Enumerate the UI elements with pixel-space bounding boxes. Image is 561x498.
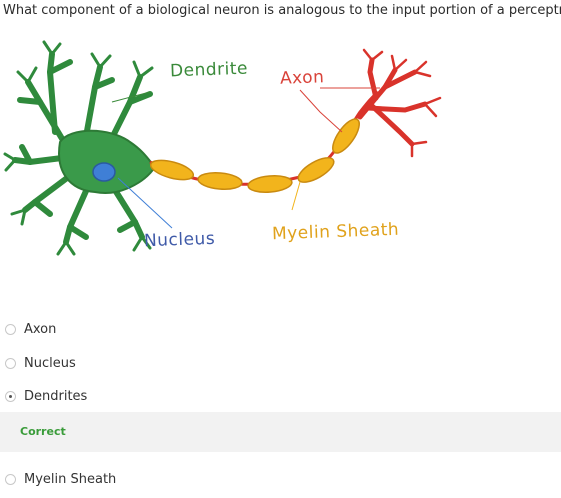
option-label: Myelin Sheath (24, 471, 117, 487)
myelin-segments (149, 118, 360, 193)
option-label: Dendrites (24, 388, 88, 404)
radio-button-selected[interactable] (5, 390, 16, 402)
question-text: What component of a biological neuron is… (3, 3, 561, 18)
cell-body (58, 129, 157, 194)
dendrite-label: Dendrite (169, 58, 249, 82)
neuron-illustration (3, 40, 442, 256)
option-axon[interactable]: Axon (0, 312, 561, 346)
nucleus-label: Nucleus (143, 228, 216, 252)
nucleus-shape (92, 162, 116, 182)
axon-terminal (357, 57, 428, 147)
option-myelin-sheath[interactable]: Myelin Sheath (0, 462, 561, 496)
option-label: Axon (24, 321, 57, 337)
option-dendrites[interactable]: Dendrites (0, 379, 561, 413)
radio-button[interactable] (5, 357, 16, 369)
neuron-diagram: Dendrite Axon Nucleus Myelin Sheath (0, 32, 561, 282)
option-label: Nucleus (24, 355, 76, 371)
feedback-correct-text: Correct (20, 425, 66, 438)
dendrite-branches (12, 51, 153, 245)
feedback-panel: Correct (0, 412, 561, 452)
option-nucleus[interactable]: Nucleus (0, 346, 561, 380)
radio-button[interactable] (5, 473, 16, 485)
axon-label: Axon (279, 67, 325, 89)
radio-button[interactable] (5, 323, 16, 335)
